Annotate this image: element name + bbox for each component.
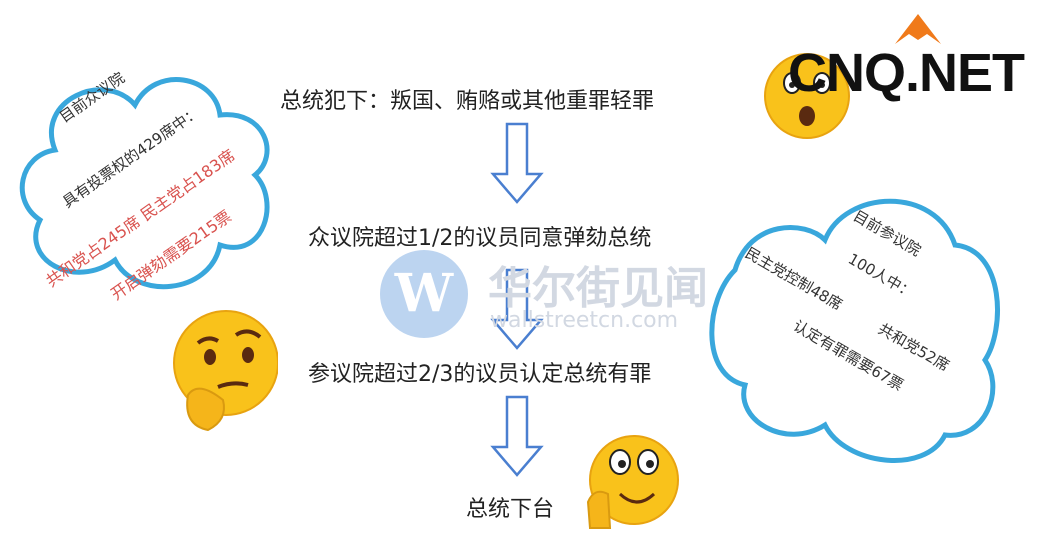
step-removal: 总统下台 [466,497,555,522]
watermark-name: 华尔街见闻 [488,263,708,314]
down-arrow-icon [490,122,544,204]
down-arrow-icon [490,395,544,477]
house-cloud [19,77,270,290]
step-house-impeach: 众议院超过1/2的议员同意弹劾总统 [308,226,652,251]
watermark-logo-icon: W [380,250,468,338]
smiling-face-emoji-icon [586,435,679,529]
thinking-face-emoji-icon [173,310,278,432]
step-senate-convict: 参议院超过2/3的议员认定总统有罪 [308,362,652,387]
step-offense: 总统犯下：叛国、贿赂或其他重罪轻罪 [280,89,655,114]
shocked-face-emoji-icon [764,53,850,139]
watermark-url: wallstreetcn.com [490,308,679,333]
senate-cloud [709,198,1000,463]
site-logo: CNQ.NET [788,43,1025,103]
cnq-logo-bird-icon [895,14,941,44]
down-arrow-icon [490,268,544,350]
